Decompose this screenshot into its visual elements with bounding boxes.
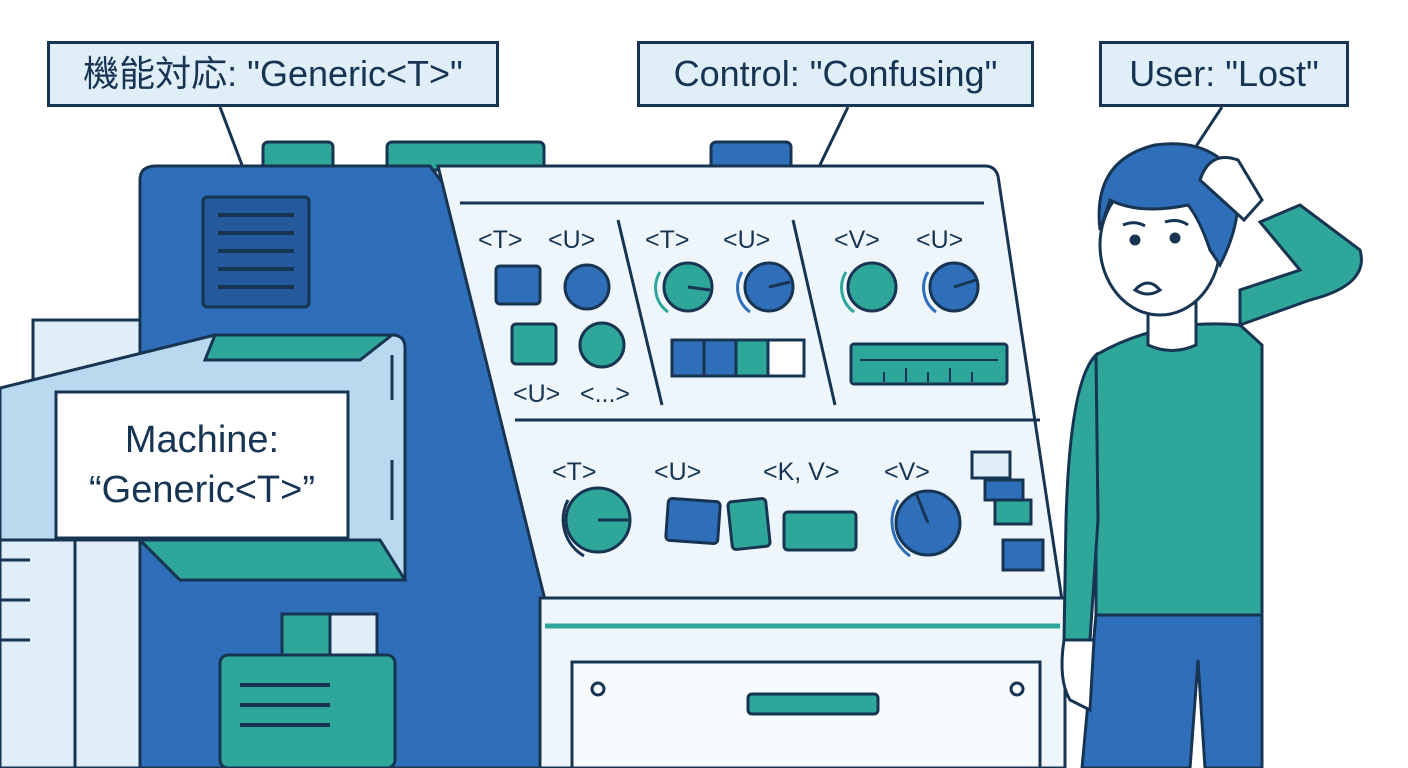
- label-bottom-left-u: <U>: [513, 380, 560, 408]
- label-top-right-u: <U>: [916, 226, 963, 254]
- hopper-left-panel: [0, 538, 77, 768]
- label-lower-v: <V>: [884, 458, 930, 486]
- label-top-mid-u: <U>: [723, 226, 770, 254]
- feature-callout-text: 機能対応: "Generic<T>": [83, 53, 463, 94]
- label-top-left-t: <T>: [478, 226, 522, 254]
- user-callout-text: User: "Lost": [1129, 53, 1319, 94]
- hopper-bottom-flap: [136, 538, 408, 582]
- label-top-left-u: <U>: [548, 226, 595, 254]
- panel-labels: <T> <U> <T> <U> <V> <U> <U> <...> <T> <U…: [478, 226, 963, 486]
- machine-label: Machine: “Generic<T>”: [56, 392, 348, 538]
- label-lower-t: <T>: [552, 458, 596, 486]
- label-top-mid-t: <T>: [645, 226, 689, 254]
- drawer-handle: [746, 692, 880, 716]
- control-callout: Control: "Confusing": [637, 41, 1034, 107]
- confused-user: [1060, 142, 1363, 768]
- output-bin: [218, 612, 397, 768]
- label-lower-u: <U>: [654, 458, 701, 486]
- controls-upper-right: [840, 261, 1009, 386]
- label-bottom-left-etc: <...>: [580, 380, 630, 408]
- machine-label-card: [54, 390, 350, 540]
- tower-vent: [201, 195, 311, 309]
- controls-upper-left: [494, 263, 626, 369]
- controls-lower: [561, 450, 1045, 572]
- machine-top-nubs: [261, 140, 793, 172]
- hopper-top-flap: [202, 333, 397, 362]
- user-callout: User: "Lost": [1099, 41, 1349, 107]
- label-lower-kv: <K, V>: [763, 458, 839, 486]
- feature-callout: 機能対応: "Generic<T>": [47, 41, 499, 107]
- control-callout-text: Control: "Confusing": [673, 53, 998, 94]
- controls-upper-middle: [654, 261, 806, 378]
- machine-label-line2: “Generic<T>”: [89, 469, 315, 511]
- label-top-right-v: <V>: [834, 226, 880, 254]
- machine-label-line1: Machine:: [124, 419, 280, 461]
